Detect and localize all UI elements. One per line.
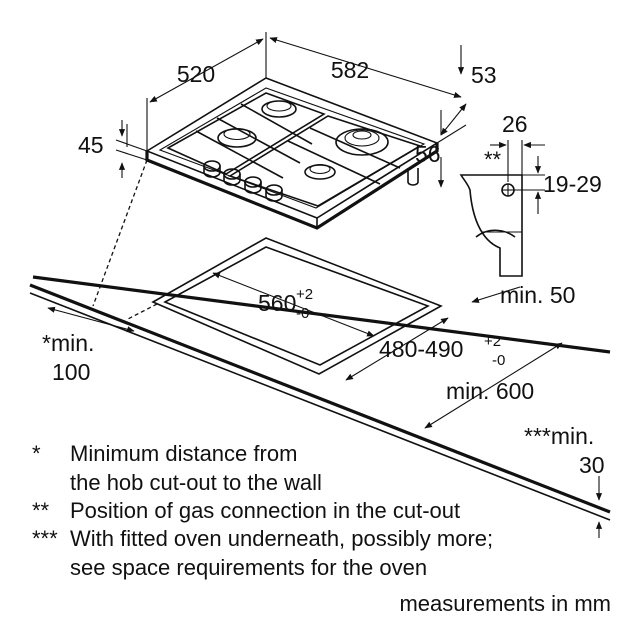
burner-rear-left	[261, 100, 297, 118]
dim-hob-width: 582	[331, 57, 369, 83]
hob-drawing	[145, 77, 439, 230]
dim-hob-height: 45	[78, 132, 104, 158]
footnote-1-line1: Minimum distance from	[70, 441, 297, 466]
dim-cutout-depth-tol-lower: -0	[492, 352, 505, 369]
pan-support-grate-left	[166, 92, 326, 179]
burner-front-right	[304, 163, 336, 180]
footnote-2: ** Position of gas connection in the cut…	[32, 498, 460, 523]
dim-min-front: min. 600	[446, 378, 534, 404]
cutout-dimension-lines	[47, 272, 603, 538]
hob-cutout-outer	[151, 237, 443, 375]
dim-min-wall-line1: *min.	[42, 330, 94, 356]
dim-min-side: min. 50	[500, 282, 575, 308]
footnote-1-line2: the hob cut-out to the wall	[70, 470, 322, 495]
projection-line-left	[92, 159, 148, 307]
hob-inner-frame	[158, 87, 426, 209]
knob-4	[265, 184, 283, 202]
hob-front-edge	[145, 143, 439, 230]
footnote-3-line1: With fitted oven underneath, possibly mo…	[70, 526, 493, 551]
footnotes: * Minimum distance from the hob cut-out …	[32, 441, 611, 616]
footnote-3-line2: see space requirements for the oven	[70, 555, 427, 580]
dim-cutout-depth: 480-490 +2 -0	[379, 333, 505, 369]
footnote-1: * Minimum distance from the hob cut-out …	[32, 441, 322, 495]
footnote-3-marker: ***	[32, 526, 58, 551]
footnote-3: *** With fitted oven underneath, possibl…	[32, 526, 493, 580]
hob-cutout-inner	[163, 246, 430, 366]
dim-cutout-width: 560 +2 -0	[258, 286, 313, 322]
dim-cutout-width-tol-upper: +2	[296, 286, 313, 303]
worktop-drawing	[29, 159, 611, 521]
footnote-2-marker: **	[32, 498, 50, 523]
gas-conn-marker: **	[484, 147, 502, 172]
dim-cutout-width-tol-lower: -0	[296, 305, 309, 322]
footnote-2-line1: Position of gas connection in the cut-ou…	[70, 498, 460, 523]
gas-connection-detail	[459, 140, 545, 277]
dim-grate-offset-side: 56	[415, 141, 441, 167]
knob-3	[244, 176, 262, 194]
hob-dimension-lines	[115, 32, 467, 188]
dim-cutout-width-base: 560	[258, 290, 296, 316]
dim-gas-conn-height: 19-29	[543, 171, 602, 197]
projection-line-front	[125, 303, 158, 321]
dim-min-underside-line2: 30	[579, 452, 605, 478]
dim-hob-depth: 520	[177, 61, 215, 87]
dim-gas-conn-offset: 26	[502, 111, 528, 137]
dim-min-wall-line2: 100	[52, 359, 90, 385]
dim-cutout-depth-tol-upper: +2	[484, 333, 501, 350]
footnote-1-marker: *	[32, 441, 41, 466]
control-knobs	[203, 160, 283, 202]
gas-connection-stub	[407, 168, 419, 186]
dim-grate-offset-top: 53	[471, 62, 497, 88]
dim-cutout-depth-base: 480-490	[379, 336, 463, 362]
burner-front-left	[217, 127, 257, 148]
burner-rear-right-wok	[335, 128, 389, 156]
units-note: measurements in mm	[399, 591, 611, 616]
knob-1	[203, 160, 221, 178]
dim-min-underside-line1: ***min.	[524, 423, 594, 449]
knob-2	[223, 168, 241, 186]
pan-support-grate-right	[228, 115, 422, 207]
